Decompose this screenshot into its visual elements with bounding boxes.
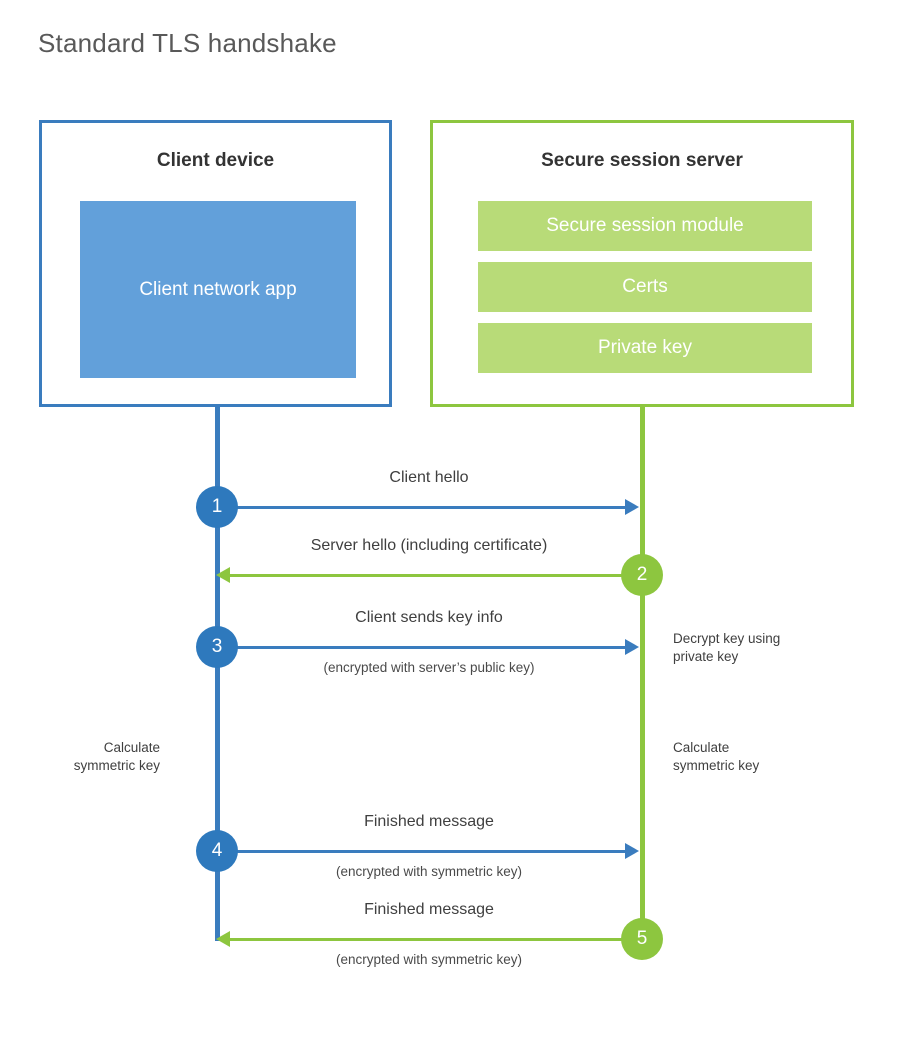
client-lifeline xyxy=(215,404,220,941)
message-step-3-line xyxy=(217,646,629,649)
message-step-4-sublabel: (encrypted with symmetric key) xyxy=(335,864,523,879)
server-component-private-key: Private key xyxy=(478,323,812,373)
message-step-4-label: Finished message xyxy=(364,813,494,830)
message-step-5-label: Finished message xyxy=(364,901,494,918)
server-lifeline xyxy=(640,404,645,941)
step-badge-4: 4 xyxy=(196,830,238,872)
message-step-3-label: Client sends key info xyxy=(355,609,503,626)
message-step-2-label: Server hello (including certificate) xyxy=(310,537,548,554)
server-component-secure-session-module: Secure session module xyxy=(478,201,812,251)
step-badge-1: 1 xyxy=(196,486,238,528)
message-step-5-sublabel: (encrypted with symmetric key) xyxy=(335,952,523,967)
message-step-1-label: Client hello xyxy=(389,469,469,486)
arrow-left-icon xyxy=(216,931,230,947)
annotation-server-calculate-symmetric-key: Calculate symmetric key xyxy=(673,740,760,774)
server-component-list: Secure session module Certs Private key xyxy=(478,201,812,373)
client-network-app-block: Client network app xyxy=(80,201,356,378)
message-step-3-sublabel: (encrypted with server’s public key) xyxy=(323,660,535,675)
arrow-right-icon xyxy=(625,639,639,655)
client-device-title: Client device xyxy=(156,150,275,171)
step-badge-5: 5 xyxy=(621,918,663,960)
annotation-client-calculate-symmetric-key: Calculate symmetric key xyxy=(73,740,160,774)
arrow-right-icon xyxy=(625,499,639,515)
message-step-1-line xyxy=(217,506,629,509)
arrow-right-icon xyxy=(625,843,639,859)
message-step-2-line xyxy=(230,574,642,577)
page-title: Standard TLS handshake xyxy=(38,28,337,58)
arrow-left-icon xyxy=(216,567,230,583)
message-step-4-line xyxy=(217,850,629,853)
step-badge-2: 2 xyxy=(621,554,663,596)
annotation-decrypt-key: Decrypt key using private key xyxy=(673,631,781,665)
message-step-5-line xyxy=(230,938,642,941)
client-device-box: Client device Client network app xyxy=(39,120,392,407)
secure-session-server-title: Secure session server xyxy=(541,150,743,171)
server-component-certs: Certs xyxy=(478,262,812,312)
step-badge-3: 3 xyxy=(196,626,238,668)
